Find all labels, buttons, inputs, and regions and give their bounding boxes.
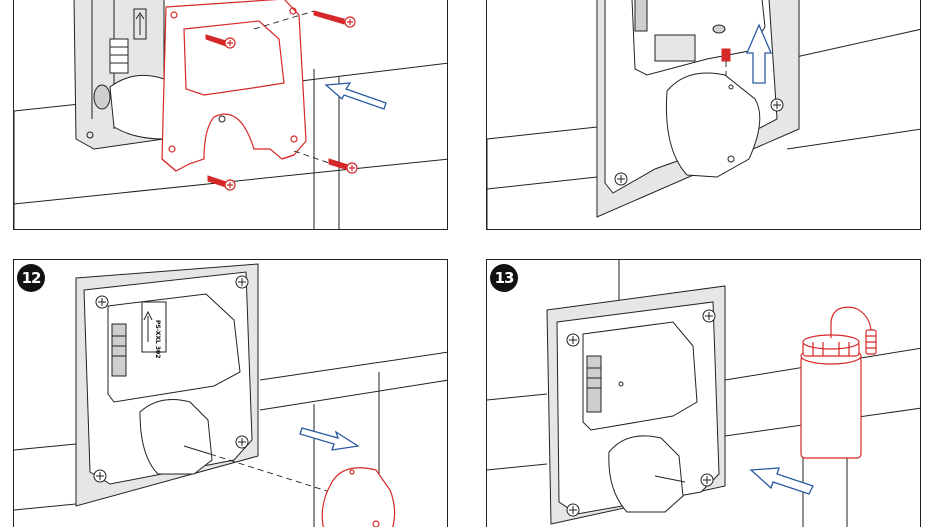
device-label: PS-XXL 302 <box>154 320 161 358</box>
screw-icon <box>218 115 226 123</box>
screw-icon <box>95 295 109 309</box>
red-frame-window <box>183 20 285 96</box>
removal-line <box>209 453 331 493</box>
screw-icon <box>700 473 714 487</box>
mounting-frame-illustration <box>14 0 447 229</box>
frame-hole <box>289 7 297 15</box>
knob-dot <box>727 155 735 163</box>
installed-frame-illustration <box>487 0 920 229</box>
screw-icon <box>235 435 249 449</box>
valve-union <box>93 84 111 110</box>
screw-icon <box>86 131 94 139</box>
knob-dot <box>349 469 355 475</box>
panel-step-13 <box>486 259 921 527</box>
panel-installed-frame <box>486 0 921 230</box>
screw-icon <box>207 175 236 191</box>
screw-icon <box>702 309 716 323</box>
mount-hole <box>618 381 624 387</box>
direction-arrow-icon <box>299 427 360 451</box>
remove-knob-illustration: PS-XXL 302 <box>14 263 447 527</box>
step-number-badge: 12 <box>17 264 45 292</box>
valve-fitting <box>634 0 648 32</box>
panel-mounting-frame <box>13 0 448 230</box>
screw-icon <box>205 34 236 49</box>
screw-icon <box>614 172 628 186</box>
valve-threads <box>110 46 128 64</box>
frame-window <box>582 321 698 431</box>
screw-icon <box>253 10 356 30</box>
red-knob <box>321 467 396 527</box>
red-cartridge <box>800 306 877 459</box>
valve-knob <box>608 435 684 513</box>
direction-arrow-icon <box>324 82 387 110</box>
red-frame-tabs <box>161 154 295 172</box>
screw-icon <box>566 333 580 347</box>
flow-arrow-icon <box>135 12 145 35</box>
red-small-part <box>721 48 731 62</box>
valve-fitting <box>109 38 129 74</box>
screw-icon <box>235 275 249 289</box>
screw-icon <box>566 503 580 517</box>
valve-knob <box>665 72 761 178</box>
frame-hole <box>168 145 176 153</box>
screw-icon <box>93 469 107 483</box>
knob-dot <box>728 84 734 90</box>
panel-step-12: PS-XXL 302 <box>13 259 448 527</box>
flow-arrow-icon <box>143 310 153 342</box>
small-cap <box>712 24 726 34</box>
frame-window <box>107 293 241 403</box>
wall-tiles <box>14 351 447 527</box>
frame-hole <box>170 11 178 19</box>
device-label-plate <box>141 301 167 353</box>
valve-fitting <box>586 355 602 413</box>
screw-icon <box>770 98 784 112</box>
knob-pin <box>183 445 211 455</box>
valve-knob <box>109 74 165 140</box>
screw-icon <box>293 150 358 174</box>
valve-knob-seat <box>139 399 213 475</box>
direction-arrow-icon <box>746 23 772 84</box>
insert-cartridge-illustration <box>487 260 920 527</box>
valve-threads <box>112 335 126 357</box>
wall-tiles <box>487 28 920 229</box>
valve-threads <box>587 367 601 389</box>
step-number-badge: 13 <box>490 264 518 292</box>
direction-arrow-icon <box>749 467 814 495</box>
knob-dot <box>372 520 380 527</box>
valve-body <box>654 34 696 62</box>
frame-hole <box>290 135 298 143</box>
valve-fitting <box>111 323 127 377</box>
knob-pin <box>654 475 686 483</box>
